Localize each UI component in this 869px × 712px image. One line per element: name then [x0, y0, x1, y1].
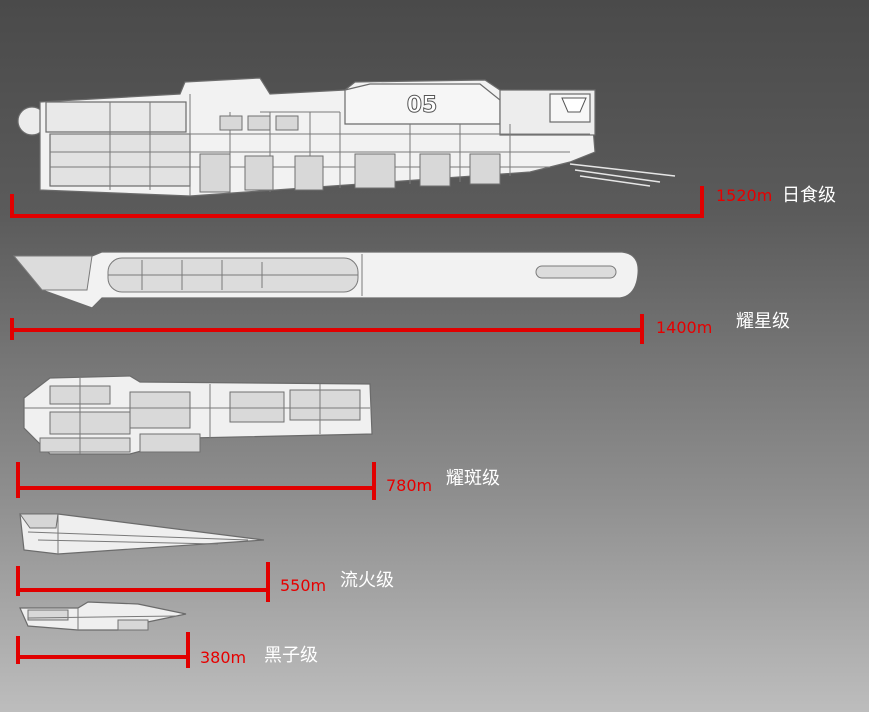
scale-tick-left: [16, 636, 20, 664]
length-label: 550m: [280, 576, 327, 595]
class-name-label: 黑子级: [264, 645, 318, 666]
scale-tick-left: [10, 194, 14, 218]
ship-rishi-illustration: 05: [17, 77, 676, 197]
length-label: 780m: [386, 476, 433, 495]
length-label: 380m: [200, 648, 247, 667]
scale-bar-1400: [10, 328, 644, 332]
length-label: 1400m: [656, 318, 713, 337]
scale-tick-left: [16, 462, 20, 498]
class-name-label: 耀星级: [736, 311, 790, 332]
class-name-label: 耀斑级: [446, 468, 500, 489]
ship-yaoxing-illustration: [12, 251, 639, 309]
scale-bar-380: [18, 655, 190, 659]
scale-tick-right: [372, 462, 376, 500]
scale-tick-right: [700, 186, 704, 218]
scale-tick-right: [186, 632, 190, 668]
scale-bar-1520: [10, 214, 704, 218]
scale-tick-right: [266, 562, 270, 602]
scale-tick-left: [16, 566, 20, 596]
hull-marking-05: 05: [407, 93, 438, 118]
scale-bar-550: [18, 588, 270, 592]
class-name-label: 日食级: [782, 185, 836, 206]
ship-liuhuo-illustration: [19, 513, 265, 555]
class-name-label: 流火级: [340, 570, 394, 591]
scale-tick-right: [640, 314, 644, 344]
scale-tick-left: [10, 318, 14, 340]
scale-bar-780: [18, 486, 376, 490]
ship-yaoban-illustration: [23, 375, 373, 455]
length-label: 1520m: [716, 186, 773, 205]
ship-heizi-illustration: [19, 601, 187, 631]
